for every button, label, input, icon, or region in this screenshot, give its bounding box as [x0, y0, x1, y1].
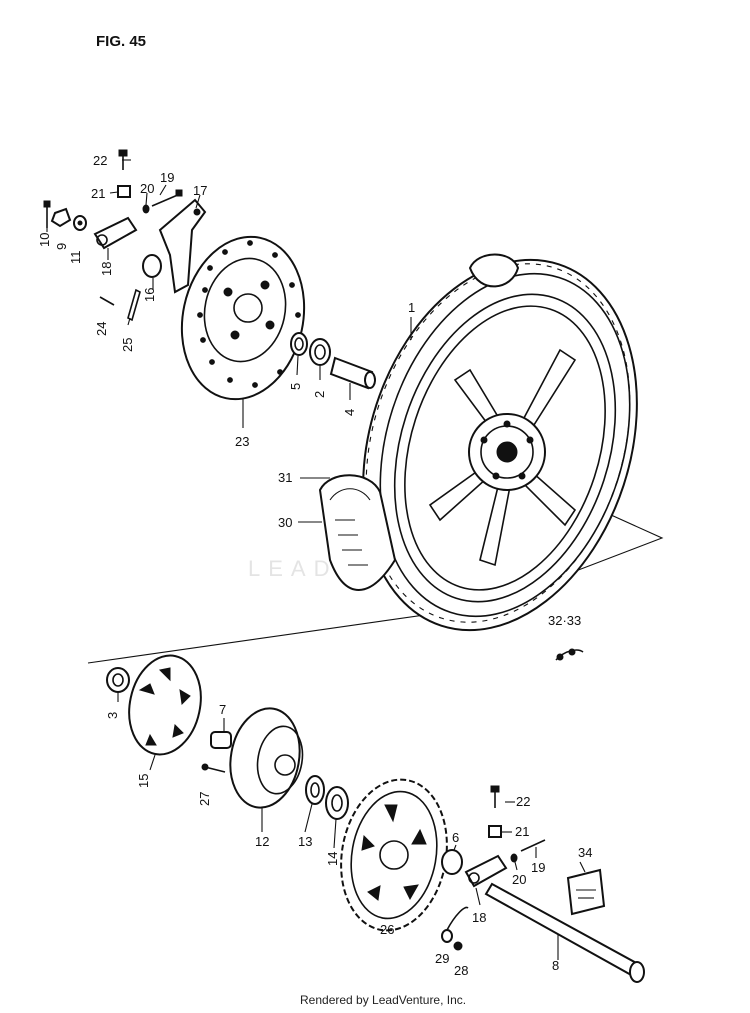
- cushion-15[interactable]: [120, 649, 209, 761]
- callout-18-top[interactable]: 18: [99, 262, 114, 276]
- tire-top-section: [468, 253, 520, 288]
- chain-adjuster-bottom[interactable]: [464, 854, 508, 888]
- callout-10[interactable]: 10: [37, 233, 52, 247]
- callout-3[interactable]: 3: [105, 712, 120, 719]
- nut-21-bottom[interactable]: [488, 825, 502, 838]
- callout-16[interactable]: 16: [142, 288, 157, 302]
- callout-31[interactable]: 31: [278, 470, 292, 485]
- callout-labels: 22 21 20 19 17 10 9 11 18 16 24 25 5 2 4…: [37, 153, 592, 978]
- leader-lines: [46, 159, 586, 960]
- callout-12[interactable]: 12: [255, 834, 269, 849]
- spacer-4[interactable]: [329, 356, 376, 390]
- lock-washer-29[interactable]: [441, 906, 469, 943]
- callout-17[interactable]: 17: [193, 183, 207, 198]
- callout-20-top[interactable]: 20: [140, 181, 154, 196]
- damper-7[interactable]: [210, 731, 232, 749]
- bolt-22-top[interactable]: [118, 149, 128, 170]
- tire-section[interactable]: [318, 474, 397, 591]
- cotter-25[interactable]: [127, 288, 141, 322]
- callout-27[interactable]: 27: [197, 792, 212, 806]
- callout-28[interactable]: 28: [454, 963, 468, 978]
- bearing-2[interactable]: [309, 338, 331, 366]
- bearing-5[interactable]: [290, 332, 308, 356]
- callout-1[interactable]: 1: [408, 300, 415, 315]
- callout-29[interactable]: 29: [435, 951, 449, 966]
- callout-19-top[interactable]: 19: [160, 170, 174, 185]
- bolt-27[interactable]: [201, 763, 226, 773]
- callout-20-bottom[interactable]: 20: [512, 872, 526, 887]
- callout-24[interactable]: 24: [94, 322, 109, 336]
- bolt-19-top[interactable]: [151, 189, 183, 207]
- callout-14[interactable]: 14: [325, 852, 340, 866]
- callout-13[interactable]: 13: [298, 834, 312, 849]
- washer-20-top[interactable]: [142, 204, 150, 214]
- callout-4[interactable]: 4: [342, 409, 357, 416]
- callout-18-bottom[interactable]: 18: [472, 910, 486, 925]
- nut-28[interactable]: [453, 941, 463, 951]
- callout-9[interactable]: 9: [54, 243, 69, 250]
- callout-32-33[interactable]: 32·33: [548, 613, 581, 628]
- rear-axle[interactable]: [484, 882, 645, 983]
- caliper-bracket[interactable]: [158, 198, 207, 294]
- callout-26[interactable]: 26: [380, 922, 394, 937]
- rear-sprocket[interactable]: [330, 771, 459, 939]
- bolt-10[interactable]: [43, 200, 51, 228]
- bearing-3[interactable]: [106, 667, 130, 693]
- callout-11[interactable]: 11: [68, 251, 83, 265]
- callout-21-bottom[interactable]: 21: [515, 824, 529, 839]
- callout-34[interactable]: 34: [578, 845, 592, 860]
- callout-15[interactable]: 15: [136, 774, 151, 788]
- callout-19-bottom[interactable]: 19: [531, 860, 545, 875]
- oil-seal-13[interactable]: [305, 775, 325, 805]
- nut-21-top[interactable]: [117, 185, 131, 198]
- nut-9[interactable]: [50, 207, 72, 228]
- bearing-14[interactable]: [325, 786, 349, 820]
- callout-2[interactable]: 2: [312, 391, 327, 398]
- callout-22-bottom[interactable]: 22: [516, 794, 530, 809]
- spacer-16[interactable]: [142, 254, 162, 278]
- washer-20-bottom[interactable]: [510, 853, 518, 863]
- brake-disc[interactable]: [167, 225, 318, 410]
- label-34[interactable]: [566, 868, 606, 916]
- chain-joint-32-33[interactable]: [555, 648, 584, 661]
- footer-credit: Rendered by LeadVenture, Inc.: [300, 993, 466, 1007]
- callout-22-top[interactable]: 22: [93, 153, 107, 168]
- rear-wheel-rim[interactable]: [318, 224, 683, 666]
- callout-25[interactable]: 25: [120, 338, 135, 352]
- figure-title: FIG. 45: [96, 33, 146, 50]
- sprocket-mounting-drum[interactable]: [223, 703, 308, 813]
- callout-5[interactable]: 5: [288, 383, 303, 390]
- chain-adjuster-top[interactable]: [93, 216, 138, 250]
- bolt-24[interactable]: [99, 296, 115, 306]
- callout-21-top[interactable]: 21: [91, 186, 105, 201]
- callout-8[interactable]: 8: [552, 958, 559, 973]
- callout-30[interactable]: 30: [278, 515, 292, 530]
- washer-11[interactable]: [73, 215, 87, 231]
- bolt-19-bottom[interactable]: [520, 839, 546, 852]
- callout-6[interactable]: 6: [452, 830, 459, 845]
- callout-23[interactable]: 23: [235, 434, 249, 449]
- spacer-6[interactable]: [441, 849, 463, 875]
- bolt-22-bottom[interactable]: [490, 785, 500, 808]
- callout-7[interactable]: 7: [219, 702, 226, 717]
